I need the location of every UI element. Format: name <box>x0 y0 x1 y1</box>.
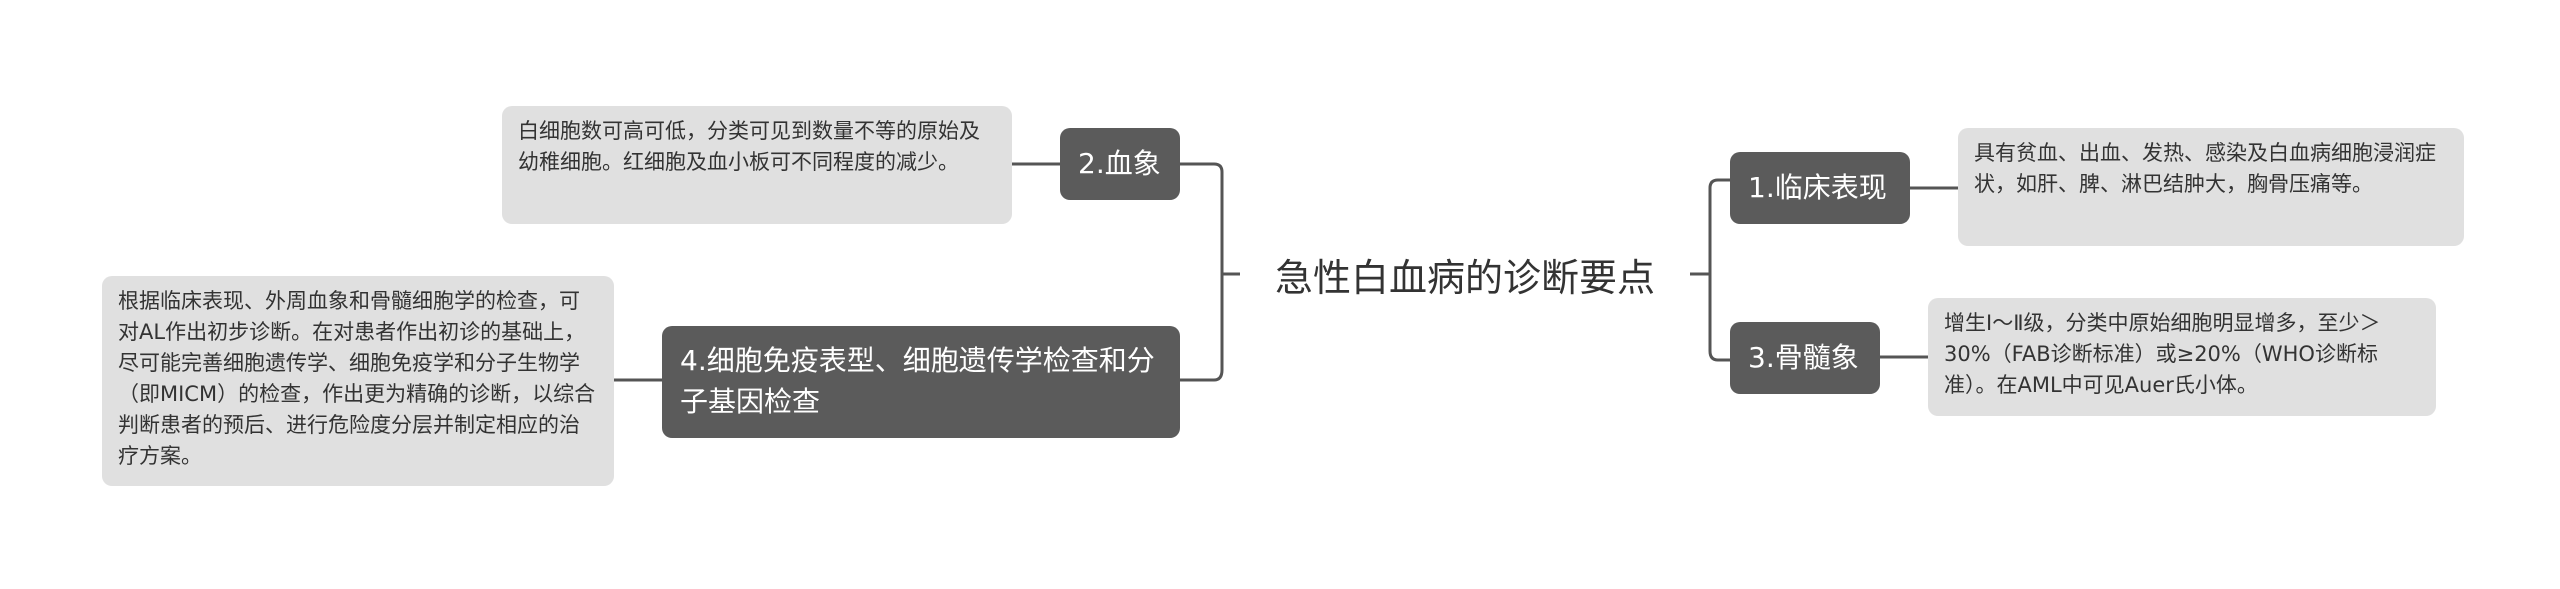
leaf-text: 根据临床表现、外周血象和骨髓细胞学的检查，可对AL作出初步诊断。在对患者作出初诊… <box>118 289 596 468</box>
branch-blood-picture[interactable]: 2.血象 <box>1060 128 1180 200</box>
leaf-immunophenotype-genetics[interactable]: 根据临床表现、外周血象和骨髓细胞学的检查，可对AL作出初步诊断。在对患者作出初诊… <box>102 276 614 486</box>
connector-root-left <box>1180 162 1240 382</box>
leaf-clinical-manifestation[interactable]: 具有贫血、出血、发热、感染及白血病细胞浸润症状，如肝、脾、淋巴结肿大，胸骨压痛等… <box>1958 128 2464 246</box>
branch-label: 3.骨髓象 <box>1748 340 1859 374</box>
branch-label: 2.血象 <box>1078 146 1161 180</box>
leaf-bone-marrow[interactable]: 增生Ⅰ～Ⅱ级，分类中原始细胞明显增多，至少＞30%（FAB诊断标准）或≥20%（… <box>1928 298 2436 416</box>
branch-immunophenotype-genetics[interactable]: 4.细胞免疫表型、细胞遗传学检查和分子基因检查 <box>662 326 1180 438</box>
branch-bone-marrow[interactable]: 3.骨髓象 <box>1730 322 1880 394</box>
leaf-text: 白细胞数可高可低，分类可见到数量不等的原始及幼稚细胞。红细胞及血小板可不同程度的… <box>518 119 980 174</box>
leaf-text: 增生Ⅰ～Ⅱ级，分类中原始细胞明显增多，至少＞30%（FAB诊断标准）或≥20%（… <box>1944 311 2381 397</box>
connector-root-right <box>1690 178 1730 362</box>
root-title: 急性白血病的诊断要点 <box>1274 255 1655 300</box>
root-topic[interactable]: 急性白血病的诊断要点 <box>1240 244 1690 304</box>
leaf-blood-picture[interactable]: 白细胞数可高可低，分类可见到数量不等的原始及幼稚细胞。红细胞及血小板可不同程度的… <box>502 106 1012 224</box>
leaf-text: 具有贫血、出血、发热、感染及白血病细胞浸润症状，如肝、脾、淋巴结肿大，胸骨压痛等… <box>1974 141 2436 196</box>
branch-clinical-manifestation[interactable]: 1.临床表现 <box>1730 152 1910 224</box>
branch-label: 4.细胞免疫表型、细胞遗传学检查和分子基因检查 <box>680 344 1155 418</box>
branch-label: 1.临床表现 <box>1748 170 1887 204</box>
